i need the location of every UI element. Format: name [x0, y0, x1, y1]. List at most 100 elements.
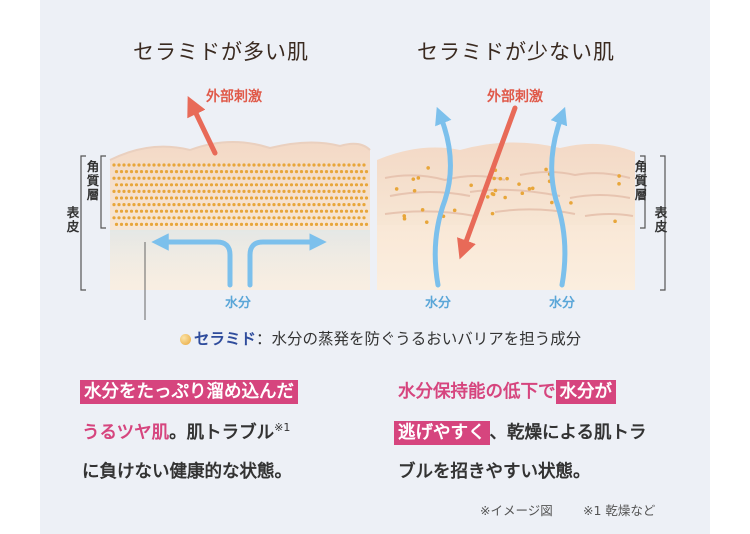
- ceramide-dot: [527, 187, 532, 191]
- ceramide-dot: [119, 183, 124, 187]
- ceramide-dot: [144, 209, 149, 213]
- ceramide-dot: [149, 170, 154, 174]
- ceramide-dot: [122, 203, 126, 207]
- ceramide-dot: [127, 216, 131, 220]
- ceramide-dot: [322, 163, 326, 167]
- ceramide-dot: [229, 209, 234, 213]
- ceramide-dot: [164, 222, 169, 226]
- ceramide-dot: [227, 189, 231, 193]
- ceramide-dot: [157, 203, 161, 207]
- ceramide-dot: [269, 170, 274, 174]
- ceramide-dot: [297, 163, 301, 167]
- ceramide-dot: [219, 209, 224, 213]
- left-desc-highlight: 水分をたっぷり溜め込んだ: [80, 380, 298, 404]
- ceramide-dot: [287, 203, 291, 207]
- ceramide-dot: [289, 196, 294, 200]
- ceramide-dot: [199, 183, 204, 187]
- ceramide-dot: [184, 170, 189, 174]
- ceramide-dot: [329, 209, 334, 213]
- ceramide-dot: [282, 163, 286, 167]
- ceramide-dot: [359, 209, 364, 213]
- ceramide-dot: [232, 216, 236, 220]
- ceramide-dot: [424, 220, 429, 224]
- ceramide-dot: [349, 222, 354, 226]
- moisture-label-right-2: 水分: [549, 296, 576, 311]
- ceramide-dot: [239, 183, 244, 187]
- ceramide-dot: [164, 209, 169, 213]
- ceramide-dot: [274, 170, 279, 174]
- ceramide-dot: [339, 209, 344, 213]
- ceramide-dot: [149, 196, 154, 200]
- ceramide-dot: [274, 209, 279, 213]
- ceramide-dot: [114, 196, 119, 200]
- ceramide-dot: [334, 222, 339, 226]
- footnote: ※1 乾燥など: [583, 503, 656, 518]
- epidermis-label-right: 表皮: [654, 205, 668, 234]
- ceramide-dot: [319, 196, 324, 200]
- ceramide-dot: [254, 222, 259, 226]
- ceramide-dot: [262, 163, 266, 167]
- ceramide-dot: [259, 222, 264, 226]
- ceramide-dot: [362, 176, 366, 180]
- ceramide-dot: [272, 216, 276, 220]
- ceramide-dot: [117, 189, 121, 193]
- ceramide-dot: [202, 203, 206, 207]
- ceramide-dot: [114, 183, 119, 187]
- ceramide-dot: [267, 216, 271, 220]
- ceramide-dot: [412, 188, 417, 193]
- ceramide-dot: [324, 209, 329, 213]
- ceramide-dot: [309, 183, 314, 187]
- ceramide-dot: [199, 209, 204, 213]
- ceramide-dot: [177, 203, 181, 207]
- ceramide-dot: [174, 183, 179, 187]
- ceramide-dot: [112, 189, 116, 193]
- ceramide-dot: [224, 209, 229, 213]
- ceramide-dot: [349, 183, 354, 187]
- ceramide-dot: [307, 176, 311, 180]
- ceramide-dot: [192, 163, 196, 167]
- ceramide-dot: [252, 203, 256, 207]
- ceramide-dot: [329, 196, 334, 200]
- ceramide-dot: [132, 163, 136, 167]
- ceramide-dot: [229, 183, 234, 187]
- ceramide-dot: [247, 163, 251, 167]
- ceramide-dot: [347, 163, 351, 167]
- ceramide-dot: [254, 183, 259, 187]
- ceramide-dot: [229, 170, 234, 174]
- ceramide-dot: [284, 222, 289, 226]
- ceramide-dot: [112, 216, 116, 220]
- ceramide-dot: [212, 176, 216, 180]
- ceramide-dot: [327, 203, 331, 207]
- ceramide-dot: [267, 163, 271, 167]
- ceramide-dot: [129, 222, 134, 226]
- ceramide-dot: [217, 216, 221, 220]
- ceramide-dot: [157, 216, 161, 220]
- ceramide-dot: [317, 189, 321, 193]
- ceramide-dot: [327, 163, 331, 167]
- ceramide-dot: [294, 209, 299, 213]
- ceramide-dot: [209, 170, 214, 174]
- ceramide-dot: [117, 176, 121, 180]
- ceramide-dot: [282, 216, 286, 220]
- ceramide-dot: [244, 209, 249, 213]
- ceramide-dot: [334, 183, 339, 187]
- ceramide-dot: [237, 203, 241, 207]
- ceramide-dot: [307, 163, 311, 167]
- ceramide-dot: [227, 163, 231, 167]
- ceramide-dot: [354, 209, 359, 213]
- ceramide-dot: [342, 203, 346, 207]
- ceramide-dot: [284, 196, 289, 200]
- ceramide-dot: [234, 222, 239, 226]
- ceramide-dot: [359, 183, 364, 187]
- bracket-lines: [80, 155, 666, 291]
- ceramide-dot: [520, 191, 525, 196]
- ceramide-dot: [299, 209, 304, 213]
- ceramide-dot: [227, 203, 231, 207]
- ceramide-dot: [189, 222, 194, 226]
- ceramide-dot: [239, 196, 244, 200]
- ceramide-dot: [167, 216, 171, 220]
- ceramide-dot: [217, 176, 221, 180]
- ceramide-dot: [144, 196, 149, 200]
- ceramide-dot: [172, 216, 176, 220]
- ceramide-dot: [337, 189, 341, 193]
